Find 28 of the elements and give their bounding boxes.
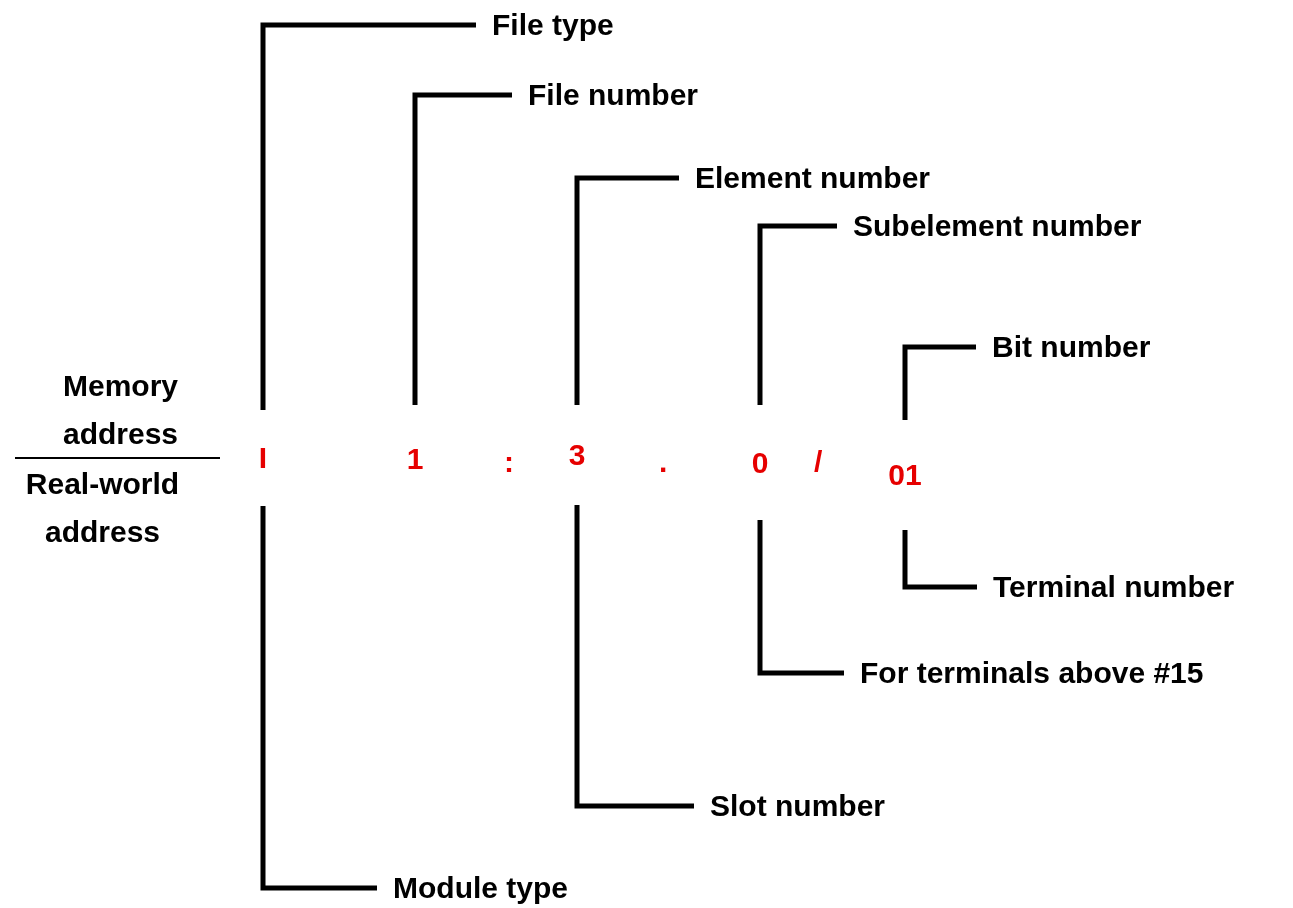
callout-label: For terminals above #15 bbox=[844, 655, 1204, 691]
separator-slash: / bbox=[814, 444, 823, 480]
leader-line bbox=[260, 506, 377, 891]
callout-label: File type bbox=[476, 7, 614, 43]
callout-label: Element number bbox=[679, 160, 931, 196]
callout-label: Bit number bbox=[976, 329, 1151, 365]
callout-label: File number bbox=[512, 77, 699, 113]
address-character: 1 bbox=[395, 405, 435, 513]
callout-label: Subelement number bbox=[837, 208, 1142, 244]
callout-label: Terminal number bbox=[977, 569, 1235, 605]
separator-dot: . bbox=[659, 444, 668, 480]
leader-line bbox=[260, 22, 476, 410]
leader-line bbox=[902, 530, 977, 590]
address-character: 3 bbox=[557, 405, 597, 505]
leader-line bbox=[757, 223, 837, 405]
real-world-address-label: Real-world address bbox=[24, 466, 181, 550]
leader-line bbox=[412, 92, 512, 405]
address-character: 01 bbox=[885, 420, 925, 530]
address-character: I bbox=[243, 410, 283, 506]
callout-label: Slot number bbox=[694, 788, 885, 824]
leader-line bbox=[574, 505, 694, 809]
leader-line bbox=[757, 520, 844, 676]
address-character: 0 bbox=[740, 405, 780, 520]
separator-colon: : bbox=[504, 444, 514, 480]
callout-label: Module type bbox=[377, 870, 568, 906]
memory-address-label: Memory address bbox=[61, 368, 180, 452]
leader-line bbox=[902, 344, 976, 420]
leader-line bbox=[574, 175, 679, 405]
